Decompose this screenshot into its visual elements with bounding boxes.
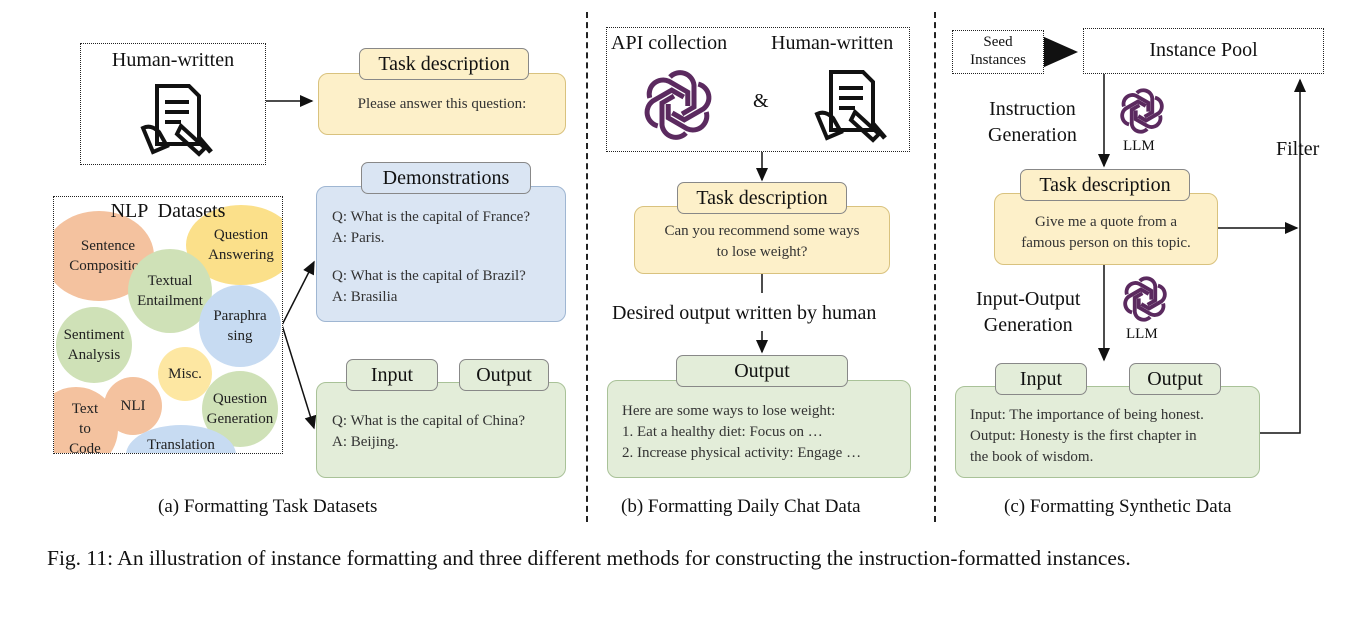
seed-instances-label: Seed Instances [970,34,1026,68]
arrow-nlp-to-demos [281,260,315,326]
output-tab-b: Output [676,355,848,387]
task-description-card: Please answer this question: [318,73,566,135]
openai-logo-icon [1120,274,1170,329]
task-description-text-b: Can you recommend some ways to lose weig… [664,223,860,260]
demo-line: Q: What is the capital of Brazil? [332,268,526,284]
demo-line: A: Brasilia [332,289,398,305]
dataset-misc: Misc. [158,347,212,401]
human-written-label-b: Human-written [771,32,894,54]
filter-label: Filter [1276,138,1320,160]
llm-label-2: LLM [1126,326,1158,342]
output-card-b: Here are some ways to lose weight: 1. Ea… [607,380,911,478]
openai-logo-icon [1117,86,1167,141]
output-tab-c: Output [1129,363,1221,395]
task-description-tab-b: Task description [677,182,847,214]
human-written-label: Human-written [111,49,235,71]
dataset-question-answering: Question Answering [186,205,282,285]
demonstrations-card: Q: What is the capital of France? A: Par… [316,186,566,322]
input-output-card-c: Input: The importance of being honest. O… [955,386,1260,478]
task-description-card-c: Give me a quote from a famous person on … [994,193,1218,265]
nlp-datasets-box: Sentence Composition Question Answering … [53,196,283,454]
dataset-paraphrasing: Paraphra sing [199,285,281,367]
divider-bc [934,12,936,522]
api-collection-label: API collection [611,32,728,54]
dataset-text-to-code: Text to Code [54,387,118,453]
task-description-tab-c: Task description [1020,169,1190,201]
io-generation-label: Input-Output Generation [976,288,1081,336]
arrow-io-to-filter [1260,78,1306,434]
io-text-c: Input: The importance of being honest. O… [970,407,1204,465]
io-text-a: Q: What is the capital of China? A: Beij… [332,411,525,453]
human-writing-icon [139,78,219,163]
human-written-box: Human-written [80,43,266,165]
task-description-text: Please answer this question: [357,96,527,112]
input-tab-c: Input [995,363,1087,395]
caption-a: (a) Formatting Task Datasets [158,496,378,517]
caption-c: (c) Formatting Synthetic Data [1004,496,1232,517]
input-tab-a: Input [346,359,438,391]
human-writing-icon [813,64,893,149]
demo-line: A: Paris. [332,230,385,246]
seed-instances-box: Seed Instances [952,30,1044,74]
instance-pool-box: Instance Pool [1083,28,1324,74]
task-description-card-b: Can you recommend some ways to lose weig… [634,206,890,274]
openai-logo-icon [639,66,717,149]
output-tab-a: Output [459,359,549,391]
dataset-sentiment-analysis: Sentiment Analysis [56,307,132,383]
arrow-nlp-to-io [281,324,317,430]
demonstrations-tab: Demonstrations [361,162,531,194]
caption-b: (b) Formatting Daily Chat Data [621,496,861,517]
figure-caption: Fig. 11: An illustration of instance for… [47,546,1131,570]
nlp-datasets-title: NLP Datasets [110,200,226,222]
output-text-b: Here are some ways to lose weight: 1. Ea… [622,403,862,461]
divider-ab [586,12,588,522]
dataset-textual-entailment: Textual Entailment [128,249,212,333]
sources-box: API collection Human-written & [606,27,910,152]
instance-pool-label: Instance Pool [1149,39,1258,61]
input-output-card-a: Q: What is the capital of China? A: Beij… [316,382,566,478]
task-description-tab: Task description [359,48,529,80]
task-description-text-c: Give me a quote from a famous person on … [1021,214,1191,251]
demonstrations-text: Q: What is the capital of France? A: Par… [332,207,530,308]
desired-output-label: Desired output written by human [612,302,877,324]
ampersand: & [753,90,769,112]
io-line: A: Beijing. [332,434,399,450]
llm-label: LLM [1123,138,1155,154]
instruction-generation-label: Instruction Generation [988,98,1077,146]
io-line: Q: What is the capital of China? [332,413,526,429]
demo-line: Q: What is the capital of France? [332,209,530,225]
